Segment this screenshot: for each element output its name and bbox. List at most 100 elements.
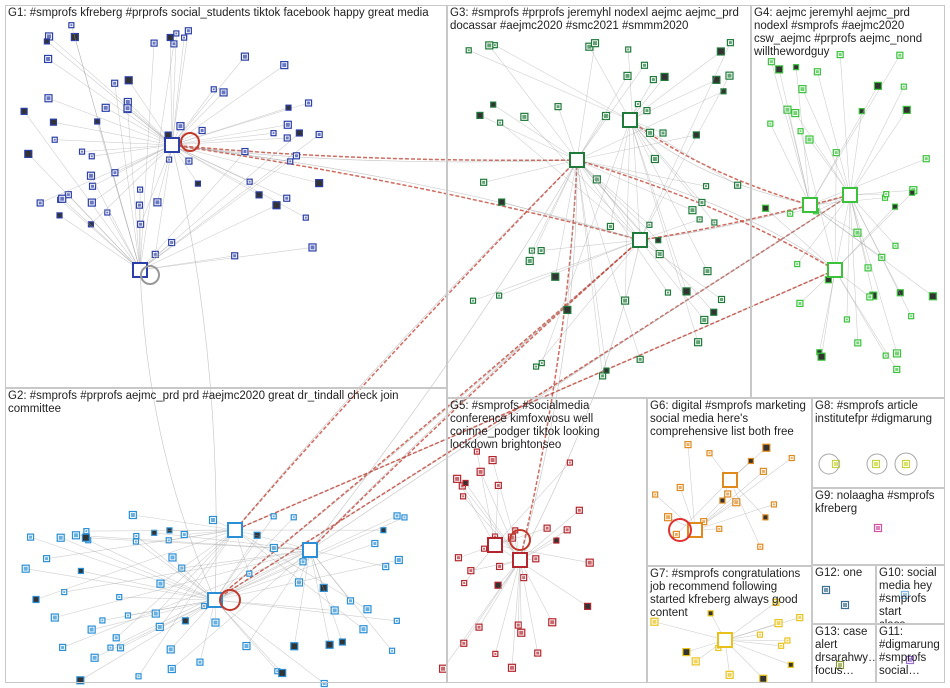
- edge: [456, 478, 496, 546]
- edge: [849, 194, 869, 268]
- edge: [171, 144, 217, 601]
- edge: [168, 529, 236, 541]
- node-fill: [535, 365, 538, 368]
- node: [712, 75, 721, 84]
- node-fill: [137, 203, 141, 207]
- edge: [519, 510, 580, 561]
- node-fill: [702, 317, 707, 322]
- node-fill: [568, 461, 571, 464]
- node-fill: [789, 212, 792, 215]
- node-fill: [456, 556, 460, 560]
- node: [762, 514, 769, 521]
- node: [290, 642, 299, 651]
- node-fill: [211, 517, 216, 522]
- node-fill: [608, 224, 612, 228]
- node: [660, 72, 669, 82]
- edge: [629, 119, 811, 206]
- node-fill: [636, 103, 639, 106]
- node-fill: [63, 591, 66, 594]
- edge: [494, 544, 588, 607]
- node: [278, 668, 287, 678]
- edge: [476, 451, 496, 546]
- edge: [85, 537, 311, 551]
- node-fill: [157, 624, 162, 629]
- edge: [214, 599, 325, 684]
- node: [207, 592, 223, 608]
- node-fill: [233, 254, 237, 258]
- edge: [234, 159, 578, 531]
- edge: [724, 602, 777, 641]
- node-fill: [705, 269, 710, 274]
- edge: [309, 159, 578, 551]
- node-fill: [793, 111, 798, 116]
- node: [792, 64, 800, 71]
- node: [181, 617, 190, 625]
- node: [43, 38, 50, 45]
- node-fill: [666, 515, 671, 520]
- edge: [214, 599, 397, 622]
- node: [762, 443, 771, 452]
- node-fill: [373, 542, 377, 546]
- node: [909, 189, 916, 196]
- node: [77, 567, 84, 575]
- node-fill: [509, 535, 514, 540]
- node: [512, 552, 528, 568]
- node-fill: [648, 130, 653, 135]
- edge: [501, 201, 641, 241]
- node: [722, 472, 738, 488]
- node-fill: [769, 60, 773, 64]
- node-fill: [705, 185, 708, 188]
- node-fill: [799, 130, 802, 133]
- node: [462, 479, 469, 487]
- node: [490, 101, 497, 108]
- node-fill: [126, 614, 129, 617]
- edge: [442, 559, 521, 669]
- edge: [849, 86, 905, 196]
- node-fill: [170, 555, 175, 560]
- edge: [75, 535, 311, 551]
- node-fill: [118, 596, 121, 599]
- edge: [817, 71, 851, 196]
- node-fill: [796, 263, 799, 266]
- node-fill: [910, 315, 913, 318]
- edge: [139, 134, 320, 271]
- edge: [554, 159, 578, 277]
- node-fill: [292, 516, 295, 519]
- edge: [86, 529, 236, 532]
- edge: [849, 109, 908, 196]
- node-fill: [734, 500, 739, 505]
- edge: [627, 49, 641, 241]
- edge: [154, 532, 311, 551]
- node-fill: [113, 171, 117, 175]
- node-fill: [856, 341, 860, 345]
- node-fill: [182, 533, 186, 537]
- edge: [576, 159, 641, 360]
- node-fill: [800, 87, 805, 92]
- edge: [519, 159, 578, 561]
- edge: [834, 152, 837, 271]
- node-fill: [516, 623, 520, 627]
- node-fill: [88, 173, 93, 178]
- node-fill: [203, 605, 206, 608]
- edge: [48, 97, 173, 146]
- edge: [729, 479, 761, 547]
- node: [476, 111, 484, 120]
- node-fill: [855, 230, 860, 235]
- edge: [62, 549, 311, 648]
- node-fill: [158, 581, 163, 586]
- node-fill: [720, 297, 724, 301]
- node-fill: [29, 535, 33, 539]
- node-fill: [727, 672, 732, 677]
- edge: [629, 119, 703, 203]
- edge: [62, 198, 141, 271]
- node-fill: [824, 588, 828, 592]
- node-fill: [499, 121, 502, 124]
- edge: [639, 219, 700, 241]
- node-fill: [726, 492, 730, 496]
- node-fill: [534, 557, 538, 561]
- group-g12-label: G12: one: [815, 567, 863, 579]
- group-g5: G5: #smprofs #socialmedia conference kim…: [447, 398, 647, 683]
- edge: [596, 179, 641, 241]
- edge: [478, 559, 521, 628]
- edge: [519, 559, 553, 623]
